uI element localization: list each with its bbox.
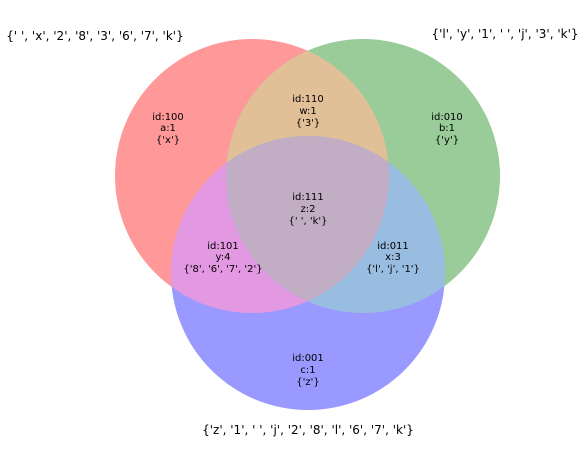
region-011-count: x:3 [385,252,401,263]
region-100-count: a:1 [160,123,176,134]
region-111-shape [226,136,389,313]
region-010-id: id:010 [431,112,463,123]
region-010-elements: {'y'} [435,135,459,146]
region-100-id: id:100 [152,112,184,123]
region-011-elements: {'l', 'j', '1'} [366,264,420,275]
set-b-label: {'l', 'y', '1', ' ', 'j', '3', 'k'} [431,27,578,41]
region-111-id: id:111 [292,192,324,203]
region-100-elements: {'x'} [156,135,180,146]
region-110-label: id:110 w:1 {'3'} [292,94,324,129]
region-101-elements: {'8', '6', '7', '2'} [183,264,262,275]
region-011-label: id:011 x:3 {'l', 'j', '1'} [366,241,420,275]
region-010-count: b:1 [439,123,455,134]
region-001-id: id:001 [292,353,324,364]
set-c-label: {'z', '1', ' ', 'j', '2', '8', 'l', '6',… [202,423,414,437]
region-011-id: id:011 [377,241,409,252]
region-001-elements: {'z'} [296,377,319,388]
region-111-count: z:2 [301,204,316,215]
region-101-label: id:101 y:4 {'8', '6', '7', '2'} [183,241,262,275]
region-101-count: y:4 [216,252,231,263]
region-101-id: id:101 [207,241,239,252]
region-111-label: id:111 z:2 {' ', 'k'} [288,192,327,227]
region-110-elements: {'3'} [296,118,321,129]
region-100-label: id:100 a:1 {'x'} [152,112,184,146]
region-010-label: id:010 b:1 {'y'} [431,112,463,146]
region-001-label: id:001 c:1 {'z'} [292,353,324,388]
region-001-count: c:1 [300,365,315,376]
region-110-count: w:1 [299,106,316,117]
region-111-elements: {' ', 'k'} [288,216,327,227]
region-110-id: id:110 [292,94,324,105]
set-a-label: {' ', 'x', '2', '8', '3', '6', '7', 'k'} [6,29,184,43]
